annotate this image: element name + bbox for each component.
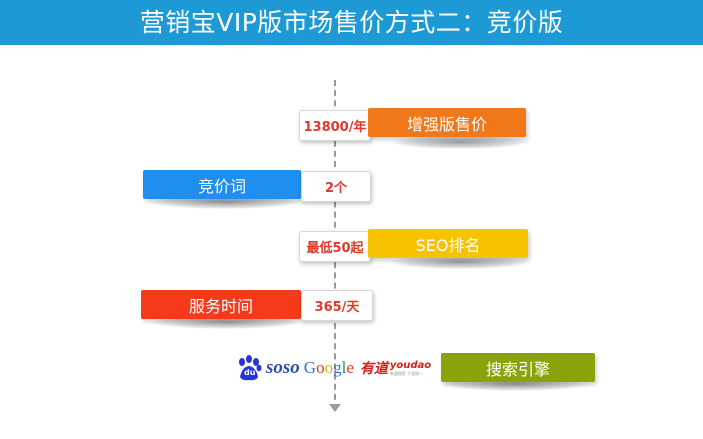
youdao-cn: 有道 <box>359 361 388 377</box>
search-engine-label: 搜索引擎 <box>441 353 595 382</box>
header-banner <box>0 0 703 45</box>
baidu-logo: du <box>234 353 264 383</box>
youdao-logo: 有道 youdao 有道搜索 千里挑一 <box>360 358 431 378</box>
google-letter: e <box>346 358 354 377</box>
paw-icon <box>239 355 262 381</box>
google-letter: o <box>324 358 334 377</box>
youdao-en: youdao <box>389 360 432 371</box>
service-value: 365/天 <box>301 290 373 321</box>
keyword-label: 竞价词 <box>143 170 301 199</box>
price-value: 13800/年 <box>299 110 371 141</box>
youdao-slogan: 有道搜索 千里挑一 <box>389 371 424 376</box>
google-letter: o <box>316 358 325 377</box>
keyword-value: 2个 <box>301 171 371 202</box>
seo-label: SEO排名 <box>368 229 528 258</box>
youdao-en-block: youdao 有道搜索 千里挑一 <box>390 360 431 376</box>
google-letter: g <box>333 358 342 377</box>
baidu-du-text: du <box>244 368 256 377</box>
google-letter: l <box>341 358 347 377</box>
row-shadow <box>390 255 530 269</box>
row-shadow <box>390 135 530 149</box>
price-label: 增强版售价 <box>368 108 526 137</box>
service-label: 服务时间 <box>141 290 301 319</box>
seo-value: 最低50起 <box>299 231 371 262</box>
page-title: 营销宝VIP版市场售价方式二：竞价版 <box>139 8 564 37</box>
google-logo: G o o g l e <box>304 358 354 378</box>
soso-logo: soso <box>266 357 300 378</box>
timeline-arrow-icon <box>329 404 341 412</box>
search-engine-logos: du soso G o o g l e 有道 youdao 有道搜索 千里挑一 <box>234 352 444 384</box>
google-letter: G <box>303 358 317 377</box>
